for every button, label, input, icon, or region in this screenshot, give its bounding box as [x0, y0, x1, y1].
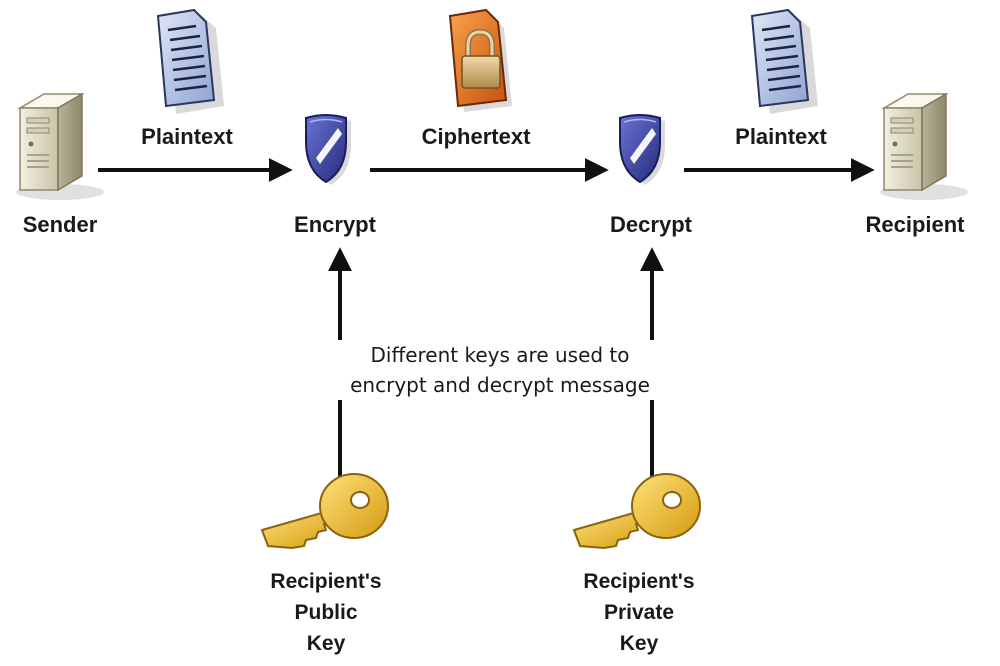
- document-icon: [750, 8, 818, 114]
- public-key-label-line: Recipient's: [270, 570, 382, 593]
- private-key-label-line: Private: [603, 601, 675, 624]
- note-text: Different keys are used to encrypt and d…: [320, 340, 680, 400]
- server-icon: [16, 92, 104, 200]
- note-line: Different keys are used to: [370, 343, 630, 367]
- shield-icon: [619, 114, 665, 185]
- key-icon: [260, 473, 389, 550]
- edge-label-ciphertext: Ciphertext: [421, 124, 531, 149]
- node-label-encrypt: Encrypt: [294, 212, 376, 237]
- public-key-label-line: Key: [306, 632, 346, 655]
- shield-icon: [305, 114, 351, 185]
- arrows: [98, 158, 875, 478]
- server-icon: [880, 92, 968, 200]
- private-key-label: Recipient's Private Key: [583, 566, 694, 659]
- locked-document-icon: [448, 8, 512, 112]
- node-label-decrypt: Decrypt: [610, 212, 692, 237]
- private-key-label-line: Recipient's: [583, 570, 695, 593]
- edge-label-plaintext-out: Plaintext: [735, 124, 827, 149]
- node-label-sender: Sender: [22, 212, 98, 237]
- key-icon: [572, 473, 701, 550]
- private-key-label-line: Key: [619, 632, 659, 655]
- edge-label-plaintext-in: Plaintext: [141, 124, 233, 149]
- document-icon: [156, 8, 224, 114]
- padlock-icon: [461, 28, 501, 89]
- public-key-label-line: Public: [294, 601, 358, 624]
- public-key-label: Recipient's Public Key: [270, 566, 381, 659]
- node-label-recipient: Recipient: [865, 212, 965, 237]
- note-line: encrypt and decrypt message: [350, 373, 650, 397]
